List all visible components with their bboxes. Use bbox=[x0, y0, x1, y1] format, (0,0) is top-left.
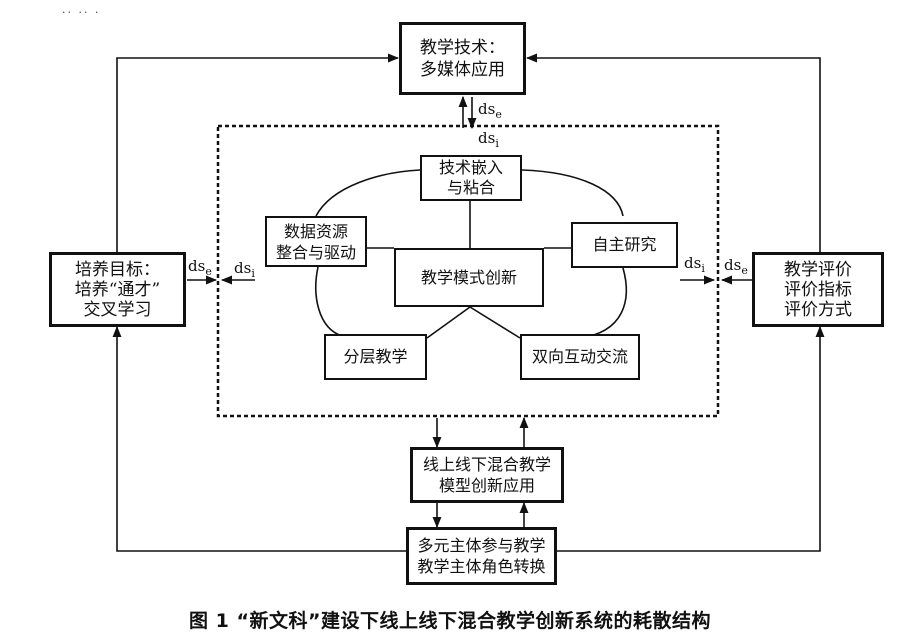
tech-media-line-1: 教学技术： bbox=[420, 37, 505, 58]
tech-embed-line-1: 技术嵌入 bbox=[438, 158, 503, 177]
self-research-line-1: 自主研究 bbox=[592, 235, 657, 254]
label-top-dse-sub: e bbox=[495, 108, 502, 121]
label-right-dse: dse bbox=[724, 257, 748, 279]
label-top-dsi: dsi bbox=[478, 130, 499, 152]
evaluation-line-3: 评价方式 bbox=[784, 299, 852, 320]
corner-mark: ·· ·· · bbox=[62, 6, 101, 19]
data-resource-line-1: 数据资源 bbox=[283, 221, 348, 241]
system-boundary bbox=[216, 124, 720, 418]
label-left-dse: dse bbox=[188, 258, 212, 280]
tech-embed-box: 技术嵌入 与粘合 bbox=[420, 155, 522, 201]
loop-top-right bbox=[525, 53, 821, 252]
evaluation-line-2: 评价指标 bbox=[784, 279, 852, 300]
training-goal-box: 培养目标： 培养“通才” 交叉学习 bbox=[49, 252, 186, 327]
label-top-dsi-sub: i bbox=[495, 137, 499, 150]
multi-subject-line-2: 教学主体角色转换 bbox=[417, 557, 546, 576]
arc-top-left bbox=[315, 169, 421, 217]
data-resource-box: 数据资源 整合与驱动 bbox=[265, 216, 367, 267]
label-right-dsi-base: ds bbox=[684, 254, 702, 272]
multi-subject-line-1: 多元主体参与教学 bbox=[417, 536, 546, 555]
label-left-dse-sub: e bbox=[205, 265, 212, 278]
label-left-dsi-sub: i bbox=[251, 267, 255, 280]
label-left-dsi-base: ds bbox=[234, 259, 252, 277]
two-way-line-1: 双向互动交流 bbox=[531, 347, 628, 366]
arc-top-right bbox=[521, 169, 624, 217]
evaluation-box: 教学评价 评价指标 评价方式 bbox=[752, 252, 884, 327]
training-goal-line-1: 培养目标： bbox=[75, 259, 160, 280]
label-right-dsi-sub: i bbox=[701, 262, 705, 275]
label-left-dse-base: ds bbox=[188, 257, 206, 275]
loop-bottom-left bbox=[112, 325, 406, 552]
label-right-dse-base: ds bbox=[724, 256, 742, 274]
label-top-dse: dse bbox=[478, 101, 502, 123]
training-goal-line-3: 交叉学习 bbox=[83, 299, 152, 320]
hybrid-model-line-2: 模型创新应用 bbox=[438, 476, 535, 495]
self-research-box: 自主研究 bbox=[571, 222, 678, 268]
evaluation-line-1: 教学评价 bbox=[784, 259, 852, 280]
tech-embed-line-2: 与粘合 bbox=[446, 178, 495, 197]
training-goal-line-2: 培养“通才” bbox=[74, 279, 161, 300]
tech-media-box: 教学技术： 多媒体应用 bbox=[399, 22, 526, 95]
label-right-dse-sub: e bbox=[741, 264, 748, 277]
multi-subject-box: 多元主体参与教学 教学主体角色转换 bbox=[406, 527, 557, 585]
two-way-box: 双向互动交流 bbox=[520, 334, 640, 380]
mode-innovation-line-1: 教学模式创新 bbox=[420, 267, 517, 287]
layered-teaching-line-1: 分层教学 bbox=[343, 347, 408, 366]
link-center-twoway bbox=[469, 306, 521, 339]
loop-bottom-right bbox=[557, 325, 825, 552]
loop-top-left bbox=[116, 53, 400, 252]
hybrid-model-box: 线上线下混合教学 模型创新应用 bbox=[410, 447, 564, 503]
data-resource-line-2: 整合与驱动 bbox=[275, 242, 356, 262]
figure-caption: 图 1 “新文科”建设下线上线下混合教学创新系统的耗散结构 bbox=[189, 610, 711, 632]
arc-right bbox=[579, 267, 627, 339]
arc-left bbox=[315, 266, 343, 337]
link-center-layered bbox=[426, 306, 471, 339]
layered-teaching-box: 分层教学 bbox=[324, 334, 427, 380]
label-top-dsi-base: ds bbox=[478, 129, 496, 147]
label-top-dse-base: ds bbox=[478, 100, 496, 118]
mode-innovation-box: 教学模式创新 bbox=[394, 248, 544, 307]
label-left-dsi: dsi bbox=[234, 260, 255, 282]
hybrid-model-line-1: 线上线下混合教学 bbox=[422, 455, 551, 474]
label-right-dsi: dsi bbox=[684, 255, 705, 277]
tech-media-line-2: 多媒体应用 bbox=[420, 59, 505, 80]
